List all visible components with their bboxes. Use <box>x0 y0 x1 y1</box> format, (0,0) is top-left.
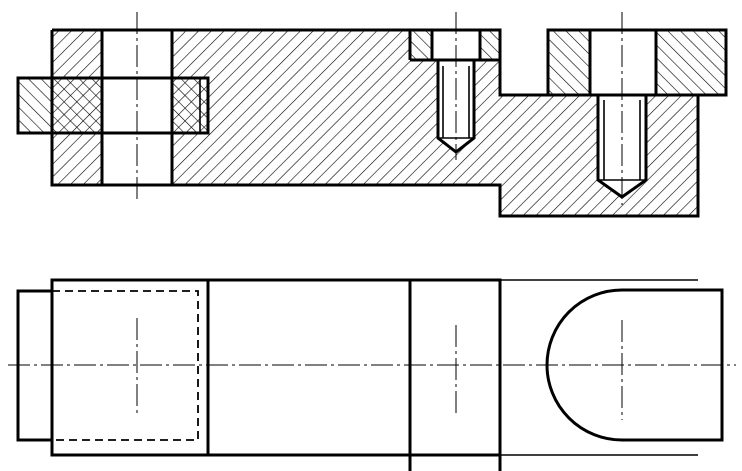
left-bar-outline <box>16 76 210 135</box>
top-body-outline <box>50 278 502 457</box>
top-clamp-plate <box>545 288 724 442</box>
clamp-plate-outline <box>546 28 728 97</box>
section-view <box>16 12 728 218</box>
top-view <box>8 278 736 471</box>
clamp-plate-hole <box>590 30 656 95</box>
top-hidden-bore <box>52 290 199 441</box>
main-body-section <box>52 30 698 216</box>
